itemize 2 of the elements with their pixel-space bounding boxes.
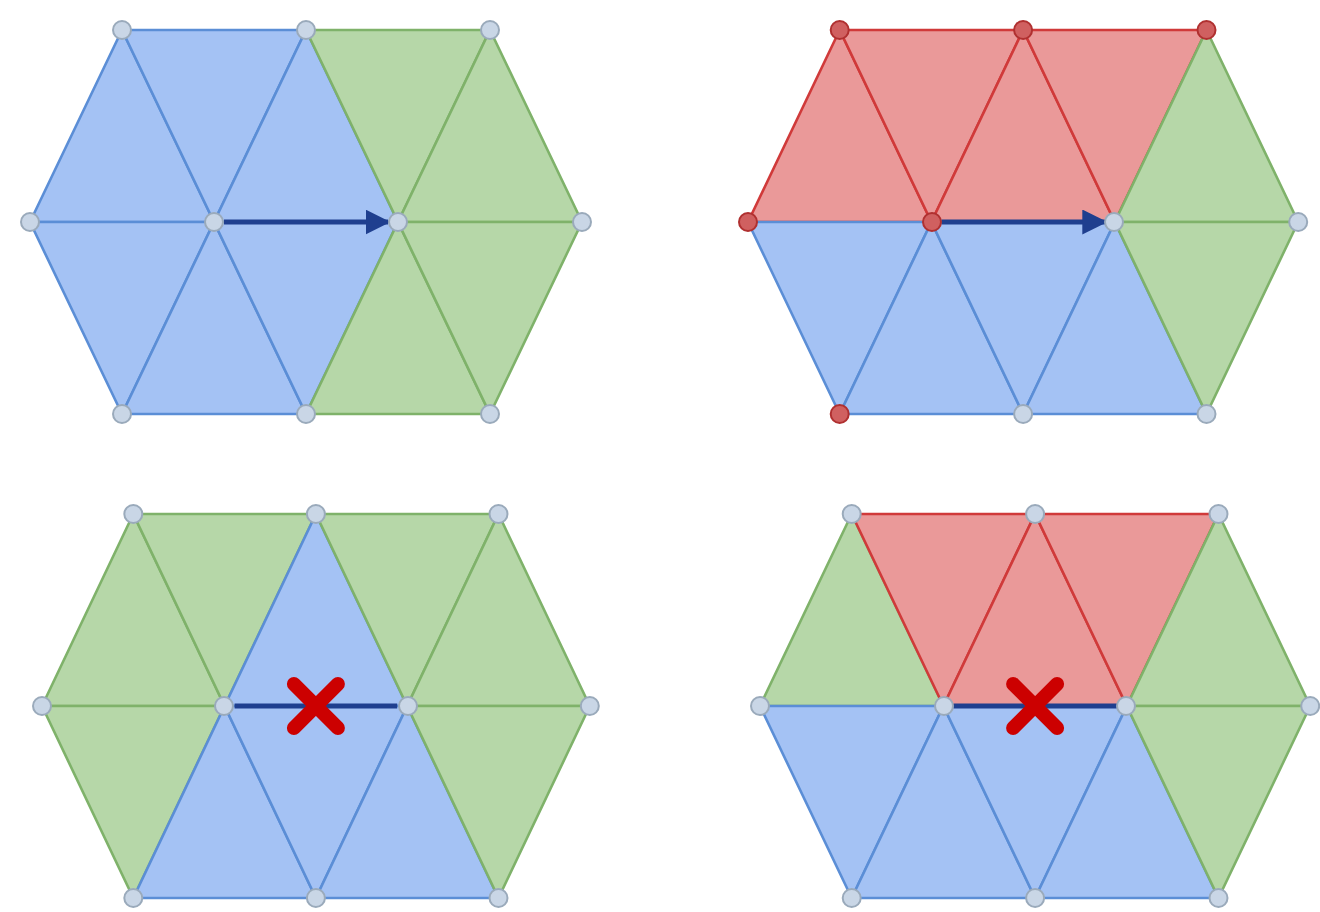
arrow [224, 209, 391, 235]
arrow [941, 209, 1108, 235]
